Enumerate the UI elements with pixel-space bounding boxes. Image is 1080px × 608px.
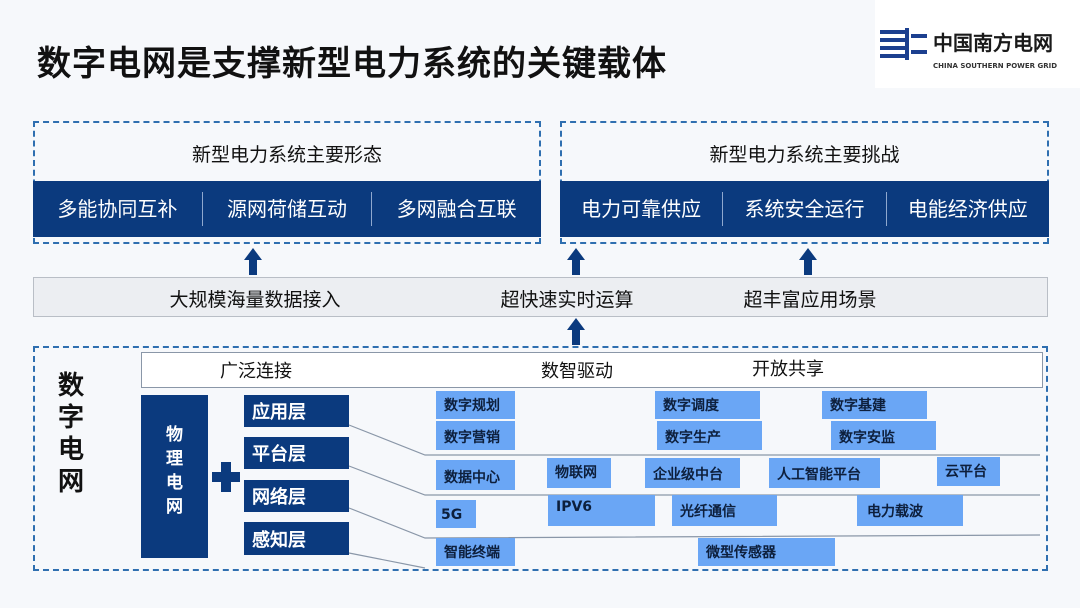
features-bar xyxy=(141,352,1043,388)
network-item: 光纤通信 xyxy=(672,495,777,526)
logo-mark-icon xyxy=(880,28,927,60)
perception-item: 微型传感器 xyxy=(698,538,835,566)
physical-grid-box: 物理电网 xyxy=(141,395,208,558)
capabilities-bar xyxy=(33,277,1048,317)
challenges-panel: 新型电力系统主要挑战 电力可靠供应 系统安全运行 电能经济供应 xyxy=(560,121,1049,244)
platform-item: 企业级中台 xyxy=(645,458,740,488)
perception-item: 智能终端 xyxy=(436,538,515,566)
platform-item: 物联网 xyxy=(547,458,611,488)
layer-network: 网络层 xyxy=(244,480,349,512)
network-item: IPV6 xyxy=(548,495,655,526)
network-item: 5G xyxy=(436,500,476,528)
layer-application: 应用层 xyxy=(244,395,349,427)
platform-item: 云平台 xyxy=(937,457,1000,486)
digital-grid-label: 数字电网 xyxy=(57,371,84,497)
layer-perception: 感知层 xyxy=(244,522,349,555)
form-item: 多网融合互联 xyxy=(396,197,517,221)
physical-grid-label: 物理电网 xyxy=(166,425,183,517)
forms-bar: 多能协同互补 源网荷储互动 多网融合互联 xyxy=(33,181,541,237)
platform-item: 数据中心 xyxy=(436,460,515,490)
logo-cn: 中国南方电网 xyxy=(933,31,1053,55)
forms-panel: 新型电力系统主要形态 多能协同互补 源网荷储互动 多网融合互联 xyxy=(33,121,541,244)
feature: 广泛连接 xyxy=(220,361,292,382)
challenges-title: 新型电力系统主要挑战 xyxy=(709,144,900,166)
forms-title: 新型电力系统主要形态 xyxy=(191,144,382,166)
digital-grid-panel xyxy=(33,346,1048,571)
app-item: 数字规划 xyxy=(436,391,515,419)
challenge-item: 系统安全运行 xyxy=(723,192,887,226)
form-item: 多能协同互补 xyxy=(33,192,203,226)
challenge-item: 电能经济供应 xyxy=(907,197,1028,221)
up-arrow-icon xyxy=(244,248,817,345)
capability: 超丰富应用场景 xyxy=(743,289,877,311)
app-item: 数字生产 xyxy=(657,421,762,450)
form-item: 源网荷储互动 xyxy=(203,192,373,226)
platform-item: 人工智能平台 xyxy=(769,458,880,488)
network-item: 电力载波 xyxy=(857,495,963,526)
page-title: 数字电网是支撑新型电力系统的关键载体 xyxy=(37,44,667,84)
app-item: 数字安监 xyxy=(831,421,936,450)
capability: 超快速实时运算 xyxy=(500,289,634,311)
feature: 数智驱动 xyxy=(541,361,613,382)
layer-platform: 平台层 xyxy=(244,437,349,469)
feature: 开放共享 xyxy=(752,359,824,380)
plus-icon xyxy=(212,462,240,492)
company-logo: 中国南方电网 CHINA SOUTHERN POWER GRID xyxy=(875,0,1080,88)
challenge-item: 电力可靠供应 xyxy=(560,192,724,226)
capability: 大规模海量数据接入 xyxy=(169,289,341,311)
app-item: 数字基建 xyxy=(822,391,927,419)
app-item: 数字营销 xyxy=(436,421,515,450)
app-item: 数字调度 xyxy=(655,391,760,419)
logo-en: CHINA SOUTHERN POWER GRID xyxy=(933,62,1058,70)
challenges-bar: 电力可靠供应 系统安全运行 电能经济供应 xyxy=(560,181,1049,237)
